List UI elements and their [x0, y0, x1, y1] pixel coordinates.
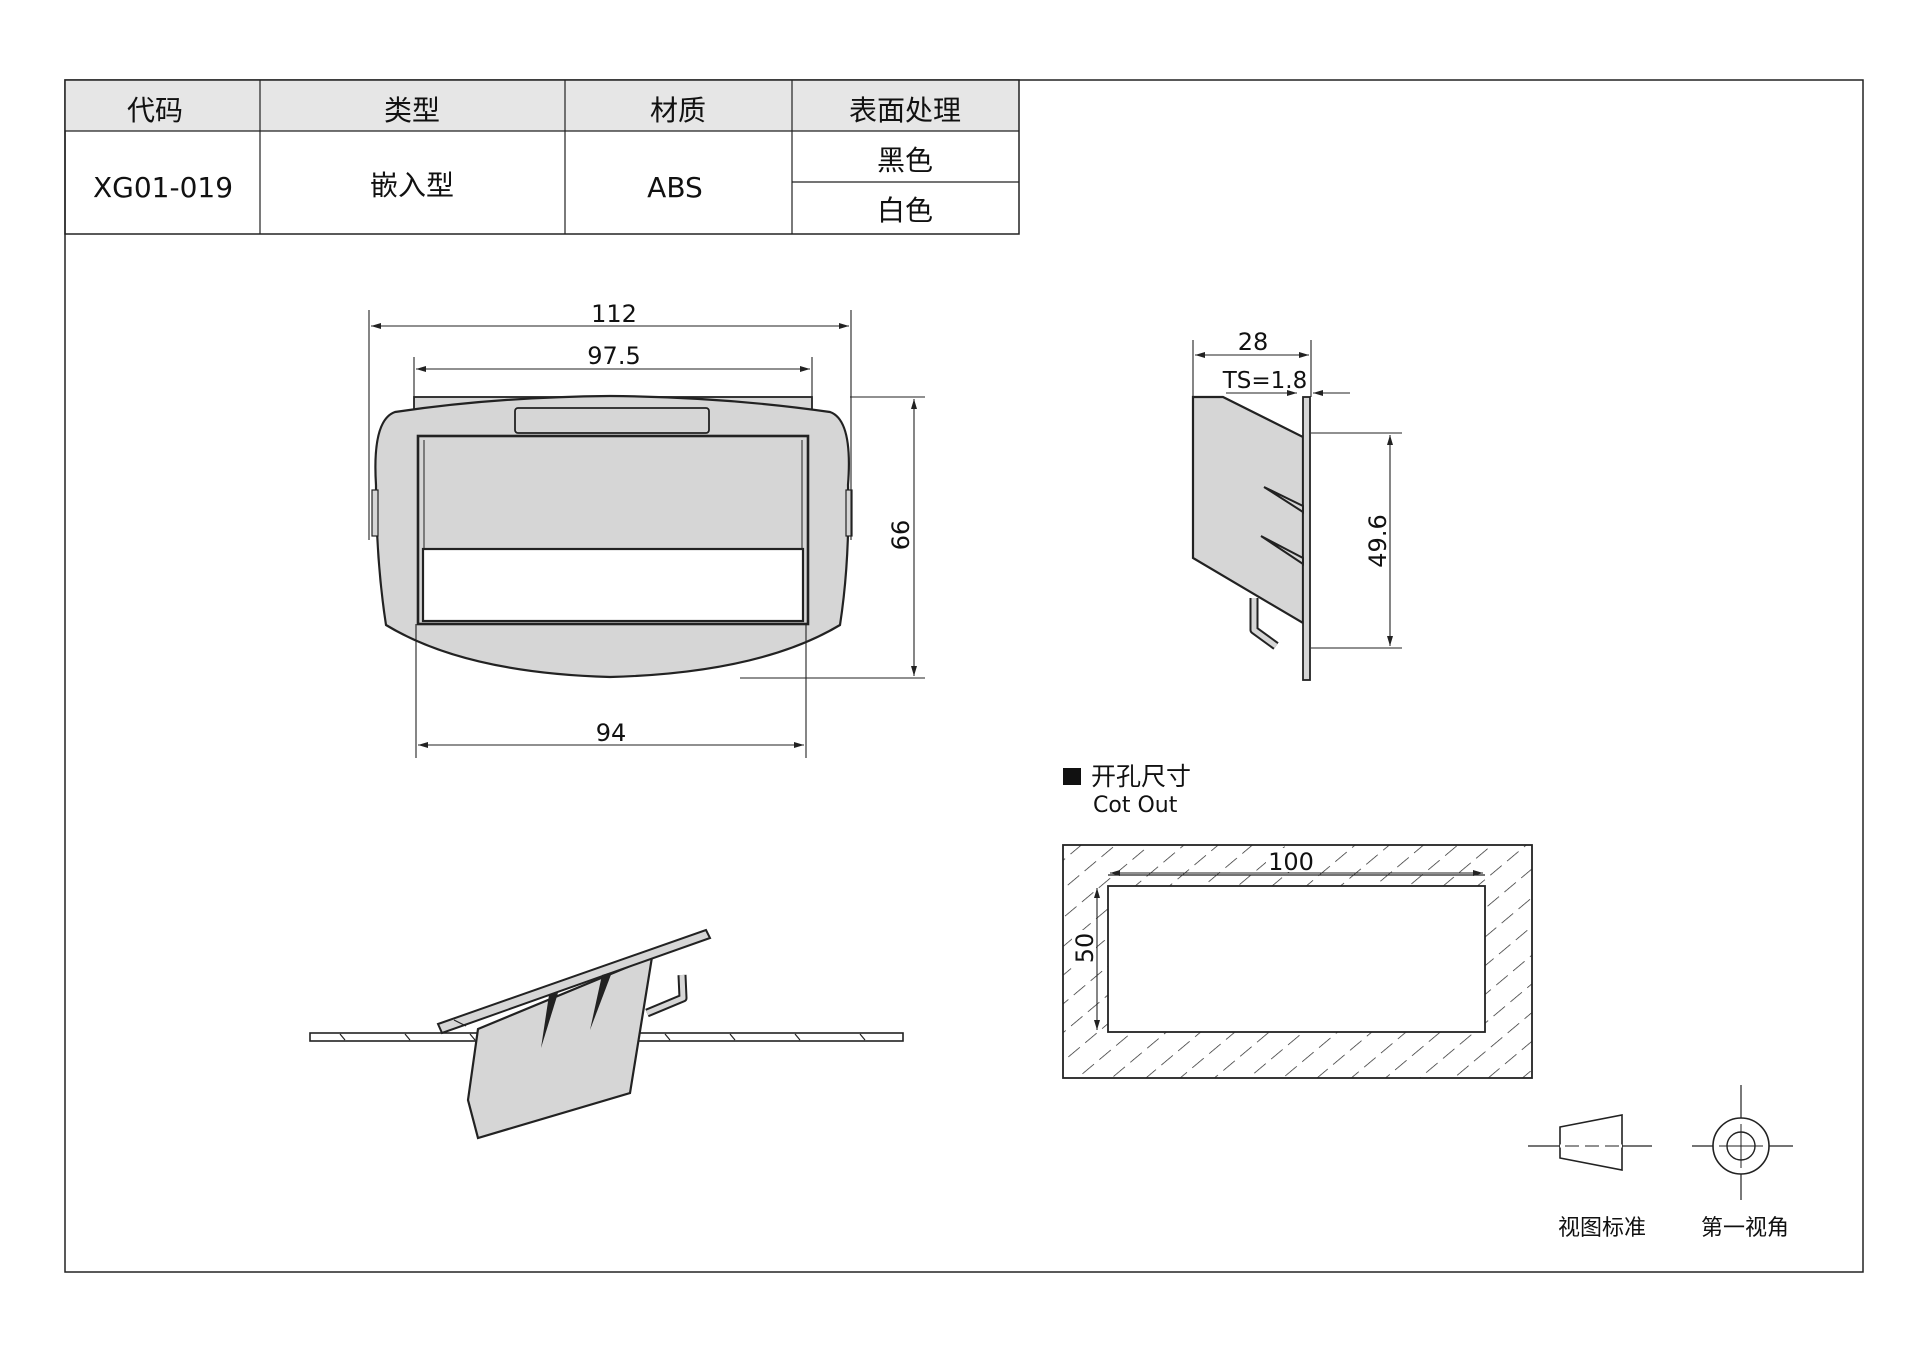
cell-type: 嵌入型: [370, 169, 454, 202]
cutout-hole: [1107, 885, 1486, 1033]
cutout-subtitle: Cot Out: [1093, 793, 1178, 818]
spec-table: 代码 类型 材质 表面处理 XG01-019 嵌入型 ABS 黑色 白色: [64, 79, 1020, 235]
side-dimensions: 28 TS=1.8 49.6: [1192, 328, 1402, 649]
first-angle-label: 第一视角: [1701, 1216, 1789, 1241]
cutout-title: 开孔尺寸: [1091, 762, 1191, 791]
bullet-square-icon: [1063, 768, 1081, 785]
table-header-bg: [65, 80, 1019, 131]
side-flange: [1302, 396, 1311, 681]
cutout-dim-height: 50: [1071, 933, 1099, 964]
dim-height: 66: [887, 520, 915, 551]
cell-finish-white: 白色: [877, 194, 933, 227]
cell-material: ABS: [647, 171, 703, 204]
dim-thickness: TS=1.8: [1222, 368, 1308, 394]
dim-depth: 28: [1238, 328, 1269, 356]
side-view: [1191, 395, 1311, 681]
front-side-tab-right: [845, 489, 853, 537]
front-view: [371, 394, 853, 679]
view-standard-label: 视图标准: [1558, 1216, 1646, 1241]
dim-flange-width: 97.5: [587, 342, 640, 370]
cone-icon: [1559, 1114, 1623, 1171]
projection-symbol: 视图标准 第一视角: [1528, 1085, 1793, 1241]
header-finish: 表面处理: [849, 94, 961, 127]
dim-body-height: 49.6: [1364, 514, 1392, 567]
installed-view: [309, 928, 904, 1140]
cutout-outer: [1062, 844, 1533, 1079]
header-code: 代码: [127, 94, 183, 127]
cell-finish-black: 黑色: [877, 144, 933, 177]
cell-code: XG01-019: [93, 171, 233, 204]
cutout-section: 开孔尺寸 Cot Out 100 50: [1062, 762, 1533, 1079]
table-frame: [64, 79, 1020, 235]
side-body: [1191, 395, 1305, 625]
header-type: 类型: [384, 94, 440, 127]
front-opening: [421, 547, 805, 623]
sheet-border: [64, 79, 1864, 1273]
header-material: 材质: [650, 94, 706, 127]
dim-overall-width: 112: [591, 300, 637, 328]
installed-flange: [436, 928, 712, 1035]
front-dimensions: 112 97.5 94 66: [368, 300, 925, 758]
cutout-dim-width: 100: [1268, 848, 1314, 876]
dim-body-width: 94: [596, 719, 627, 747]
front-label-slot: [514, 407, 710, 434]
front-side-tab-left: [371, 489, 379, 537]
cutout-hatch: [1063, 845, 1532, 1078]
